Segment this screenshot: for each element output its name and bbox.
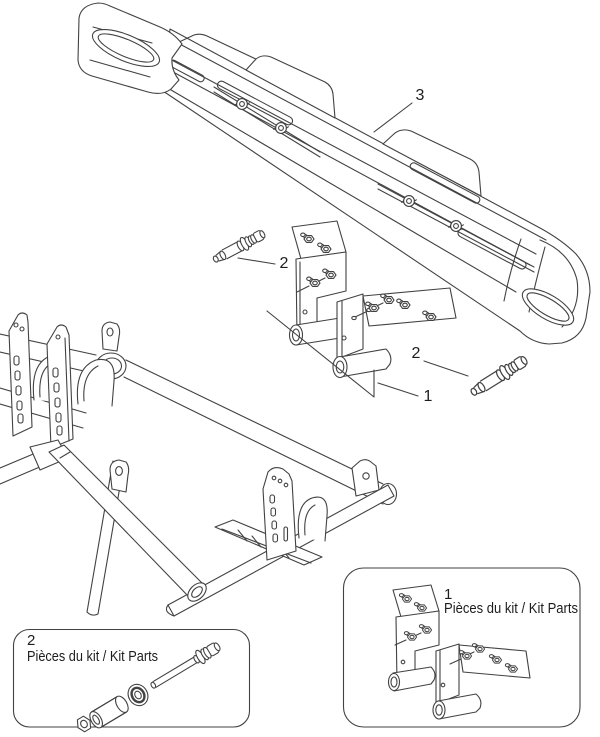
- kit-bracket-right: [432, 643, 531, 720]
- clevis-end: [77, 2, 183, 95]
- bumper-beam-drawing: [77, 2, 591, 345]
- callout-2-right: 2: [412, 345, 421, 362]
- kit-box-bolt-parts: 2 Pièces du kit / Kit Parts: [12, 628, 251, 733]
- kit-box-2-border: [12, 628, 251, 728]
- callout-2-left: 2: [280, 255, 289, 272]
- leader-line-2-right: [423, 360, 469, 377]
- leader-line-2-left: [237, 257, 276, 265]
- kit-bracket-left: [387, 584, 440, 692]
- kit-nut: [76, 715, 92, 733]
- kit-box-1-border: [342, 567, 581, 728]
- kit-bushing: [127, 683, 149, 707]
- leader-line-1: [377, 382, 419, 397]
- handle-cutout: [521, 288, 575, 326]
- kit-box-1-title: Pièces du kit / Kit Parts: [444, 601, 578, 617]
- kit-box-bracket-parts: 1 Pièces du kit / Kit Parts: [342, 567, 581, 728]
- mounting-bracket-right: [332, 287, 457, 379]
- trailer-frame-drawing: [0, 312, 398, 617]
- kit-box-2-number: 2: [27, 632, 35, 649]
- group-line-1: [266, 310, 375, 398]
- callout-3: 3: [416, 87, 425, 104]
- kit-spacer: [89, 695, 129, 729]
- kit-bolt-drawing: [76, 638, 224, 733]
- leader-line-3: [373, 102, 413, 133]
- shoulder-bolt-left: [209, 226, 268, 267]
- callout-1: 1: [424, 388, 433, 405]
- shoulder-bolt-right: [467, 352, 531, 401]
- kit-box-2-title: Pièces du kit / Kit Parts: [27, 649, 158, 665]
- kit-box-1-number: 1: [444, 586, 452, 603]
- callouts: 3 2 2 1: [237, 87, 469, 405]
